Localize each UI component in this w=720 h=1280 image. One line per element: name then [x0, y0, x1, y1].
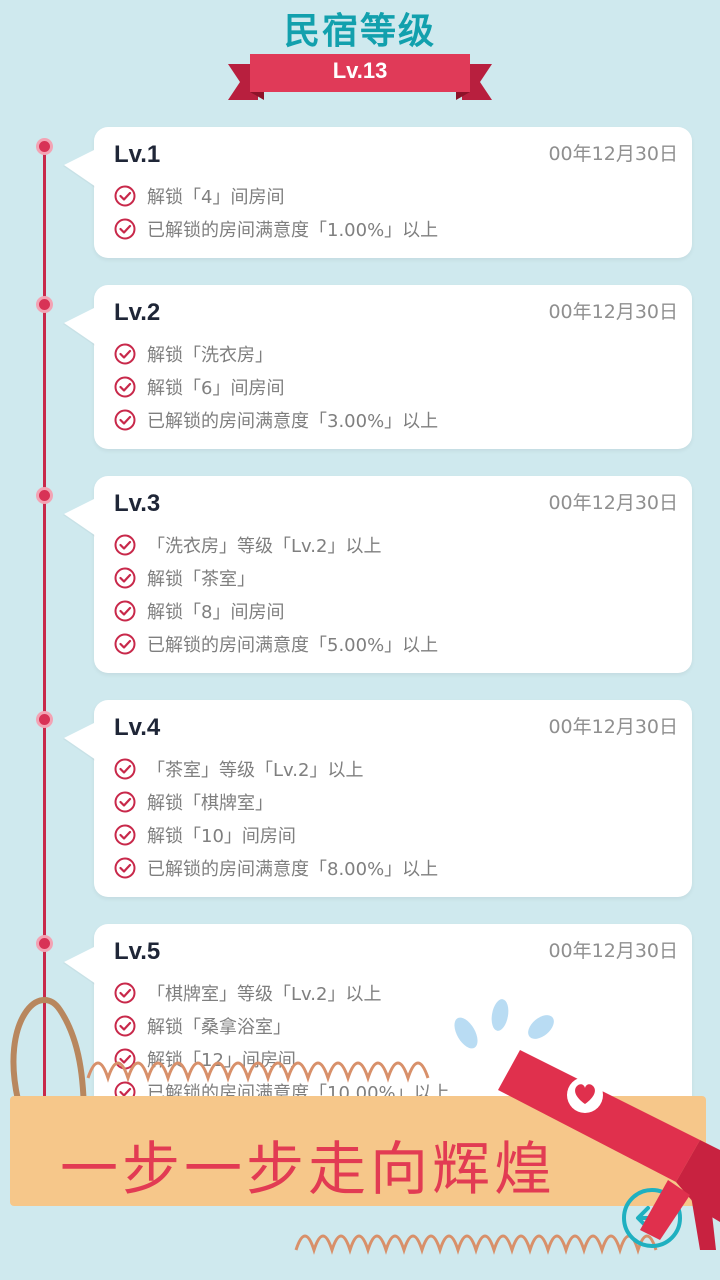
requirement-text: 解锁「10」间房间 — [147, 825, 296, 847]
timeline-dot — [36, 711, 53, 728]
requirement-text: 已解锁的房间满意度「8.00%」以上 — [147, 858, 439, 880]
level-card-5: Lv.5 00年12月30日 「棋牌室」等级「Lv.2」以上 解锁「桑拿浴室」 … — [64, 924, 692, 1121]
requirement-text: 解锁「8」间房间 — [147, 601, 285, 623]
check-circle-icon — [114, 824, 136, 845]
current-level-ribbon: Lv.13 — [228, 52, 492, 102]
requirement-item: 解锁「12」间房间 — [114, 1042, 450, 1075]
level-label: Lv.3 — [114, 490, 161, 517]
timeline-dot — [36, 138, 53, 155]
check-circle-icon — [114, 343, 136, 364]
requirement-item: 「茶室」等级「Lv.2」以上 — [114, 752, 438, 785]
card-pointer — [64, 149, 96, 187]
page-title: 民宿等级 — [283, 11, 436, 52]
squiggle-decoration — [294, 1234, 658, 1255]
timeline-dot — [36, 935, 53, 952]
requirement-list: 解锁「洗衣房」 解锁「6」间房间 已解锁的房间满意度「3.00%」以上 — [114, 337, 438, 436]
check-circle-icon — [114, 218, 136, 239]
check-circle-icon — [114, 758, 136, 779]
requirement-list: 解锁「4」间房间 已解锁的房间满意度「1.00%」以上 — [114, 179, 438, 245]
check-circle-icon — [114, 1015, 136, 1036]
requirement-item: 「棋牌室」等级「Lv.2」以上 — [114, 976, 450, 1009]
requirement-text: 解锁「12」间房间 — [147, 1049, 296, 1071]
requirement-text: 「洗衣房」等级「Lv.2」以上 — [147, 535, 382, 557]
check-circle-icon — [114, 633, 136, 654]
level-card-2: Lv.2 00年12月30日 解锁「洗衣房」 解锁「6」间房间 已解锁的房间满意… — [64, 285, 692, 449]
requirement-item: 解锁「6」间房间 — [114, 370, 438, 403]
card-pointer — [64, 498, 96, 536]
check-circle-icon — [114, 1048, 136, 1069]
requirement-item: 解锁「8」间房间 — [114, 594, 438, 627]
timeline-line — [43, 146, 46, 1106]
requirement-text: 解锁「4」间房间 — [147, 186, 285, 208]
timeline-dot — [36, 487, 53, 504]
requirement-text: 解锁「桑拿浴室」 — [147, 1016, 291, 1038]
level-date: 00年12月30日 — [548, 301, 678, 323]
requirement-item: 解锁「10」间房间 — [114, 818, 438, 851]
check-circle-icon — [114, 534, 136, 555]
requirement-text: 「棋牌室」等级「Lv.2」以上 — [147, 983, 382, 1005]
level-date: 00年12月30日 — [548, 143, 678, 165]
check-circle-icon — [114, 376, 136, 397]
level-card-1: Lv.1 00年12月30日 解锁「4」间房间 已解锁的房间满意度「1.00%」… — [64, 127, 692, 258]
requirement-item: 「洗衣房」等级「Lv.2」以上 — [114, 528, 438, 561]
check-circle-icon — [114, 600, 136, 621]
requirement-text: 解锁「洗衣房」 — [147, 344, 273, 366]
requirement-item: 已解锁的房间满意度「5.00%」以上 — [114, 627, 438, 660]
card-pointer — [64, 722, 96, 760]
level-date: 00年12月30日 — [548, 716, 678, 738]
requirement-list: 「棋牌室」等级「Lv.2」以上 解锁「桑拿浴室」 解锁「12」间房间 已解锁的房… — [114, 976, 450, 1108]
check-circle-icon — [114, 185, 136, 206]
requirement-text: 解锁「棋牌室」 — [147, 792, 273, 814]
requirement-item: 解锁「棋牌室」 — [114, 785, 438, 818]
current-level: Lv.13 — [332, 58, 388, 83]
level-label: Lv.2 — [114, 299, 161, 326]
check-circle-icon — [114, 409, 136, 430]
requirement-list: 「茶室」等级「Lv.2」以上 解锁「棋牌室」 解锁「10」间房间 已解锁的房间满… — [114, 752, 438, 884]
requirement-text: 已解锁的房间满意度「5.00%」以上 — [147, 634, 439, 656]
check-circle-icon — [114, 567, 136, 588]
requirement-item: 解锁「洗衣房」 — [114, 337, 438, 370]
ribbon-shape — [228, 54, 492, 100]
requirement-text: 已解锁的房间满意度「3.00%」以上 — [147, 410, 439, 432]
card-pointer — [64, 307, 96, 345]
level-card-4: Lv.4 00年12月30日 「茶室」等级「Lv.2」以上 解锁「棋牌室」 解锁… — [64, 700, 692, 897]
requirement-text: 解锁「茶室」 — [147, 568, 255, 590]
requirement-text: 「茶室」等级「Lv.2」以上 — [147, 759, 364, 781]
requirement-item: 已解锁的房间满意度「8.00%」以上 — [114, 851, 438, 884]
level-card-3: Lv.3 00年12月30日 「洗衣房」等级「Lv.2」以上 解锁「茶室」 解锁… — [64, 476, 692, 673]
requirement-text: 解锁「6」间房间 — [147, 377, 285, 399]
level-label: Lv.4 — [114, 714, 161, 741]
check-circle-icon — [114, 982, 136, 1003]
level-date: 00年12月30日 — [548, 940, 678, 962]
requirement-item: 解锁「4」间房间 — [114, 179, 438, 212]
level-label: Lv.1 — [114, 141, 161, 168]
check-circle-icon — [114, 791, 136, 812]
requirement-item: 已解锁的房间满意度「1.00%」以上 — [114, 212, 438, 245]
requirement-item: 解锁「茶室」 — [114, 561, 438, 594]
level-label: Lv.5 — [114, 938, 161, 965]
timeline-dot — [36, 296, 53, 313]
requirement-item: 解锁「桑拿浴室」 — [114, 1009, 450, 1042]
level-date: 00年12月30日 — [548, 492, 678, 514]
requirement-list: 「洗衣房」等级「Lv.2」以上 解锁「茶室」 解锁「8」间房间 已解锁的房间满意… — [114, 528, 438, 660]
card-pointer — [64, 946, 96, 984]
requirement-text: 已解锁的房间满意度「1.00%」以上 — [147, 219, 439, 241]
banner-slogan: 一步一步走向辉煌 — [60, 1135, 557, 1203]
check-circle-icon — [114, 857, 136, 878]
requirement-item: 已解锁的房间满意度「3.00%」以上 — [114, 403, 438, 436]
